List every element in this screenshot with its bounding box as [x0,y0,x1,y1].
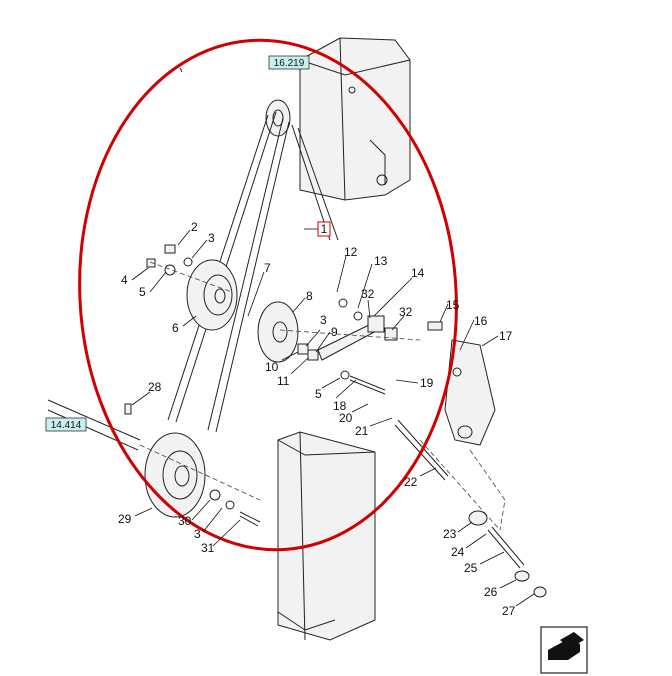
ref-tag-14-414[interactable]: 14.414 [45,417,87,432]
part-label: 30 [178,514,192,528]
part-label: 10 [265,360,279,374]
part-label: 19 [420,376,434,390]
part-label: 26 [484,585,498,599]
part-label: 8 [306,289,313,303]
shaft [47,399,261,501]
hardware-group-upper [146,244,233,293]
part-label: 20 [339,411,353,425]
svg-text:1: 1 [321,222,328,236]
upper-housing [179,37,411,201]
part-label: 25 [464,561,478,575]
part-label: 4 [121,273,128,287]
part-label: 22 [404,475,418,489]
part-label: 3 [208,231,215,245]
part-label: 16 [474,314,488,328]
part-label: 5 [315,387,322,401]
part-label: 5 [139,285,146,299]
part-label: 2 [191,220,198,234]
part-labels: 2 3 4 5 6 7 8 12 13 14 15 16 17 32 32 3 … [118,220,516,618]
part-label: 6 [172,321,179,335]
part-label: 31 [201,541,215,555]
part-label: 14 [411,266,425,280]
part-label: 13 [374,254,388,268]
part-label: 3 [194,527,201,541]
part-label: 32 [399,305,413,319]
pulley-8 [257,301,299,363]
part-label: 15 [446,298,460,312]
hardware-group-left [124,403,261,527]
pulley-6 [186,259,238,331]
hardware-group-lower [468,510,547,598]
part-label: 17 [499,329,513,343]
callout-1: 1 [304,221,331,237]
part-label: 11 [277,374,290,388]
part-label: 23 [443,527,457,541]
highlight-ellipse [78,38,458,552]
svg-text:16.219: 16.219 [274,58,305,69]
pulley-29 [144,432,206,518]
part-label: 28 [148,380,162,394]
ref-tag-16-219[interactable]: 16.219 [268,55,310,70]
part-label: 32 [361,287,375,301]
part-label: 29 [118,512,132,526]
part-label: 21 [355,424,369,438]
part-label: 24 [451,545,465,559]
next-page-arrow-icon[interactable] [540,626,588,674]
part-label: 3 [320,313,327,327]
part-label: 27 [502,604,516,618]
svg-text:14.414: 14.414 [51,420,82,431]
part-label: 12 [344,245,358,259]
lower-housing [277,431,376,641]
idler-arm [279,298,421,395]
tension-bracket [394,321,506,531]
part-label: 18 [333,399,347,413]
part-label: 9 [331,325,338,339]
part-label: 7 [264,261,271,275]
leader-lines [131,229,535,607]
